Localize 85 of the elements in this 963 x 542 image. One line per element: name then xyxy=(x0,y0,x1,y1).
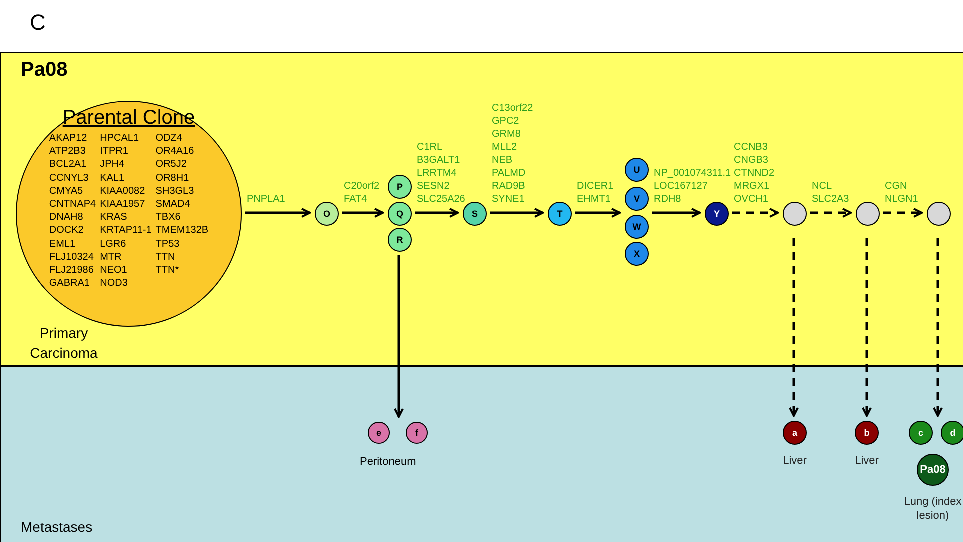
clone-letter: O xyxy=(323,210,330,218)
arrow xyxy=(575,208,621,218)
gene-name: FLJ10324 xyxy=(49,250,95,264)
gene-name: TP53 xyxy=(156,238,181,251)
edge-label: C20orf2 FAT4 xyxy=(344,180,380,206)
region-band xyxy=(0,366,963,542)
gene-name: OR8H1 xyxy=(156,172,190,185)
gene-name: KRTAP11-1 xyxy=(100,224,152,238)
panel-letter: C xyxy=(30,9,46,37)
gene-name: OR4A16 xyxy=(156,145,196,158)
arrow xyxy=(415,208,459,218)
gene-name: TTN* xyxy=(156,264,180,278)
edge-label: DICER1 EHMT1 xyxy=(577,180,614,206)
edge-label: C1RL B3GALT1 LRRTM4 SESN2 SLC25A26 xyxy=(417,141,466,206)
gene-name: EML1 xyxy=(49,238,77,251)
clone-letter: S xyxy=(472,210,478,218)
gene-name: KRAS xyxy=(100,211,128,224)
clone-letter: Y xyxy=(714,210,720,218)
gene-name: NOD3 xyxy=(100,277,129,290)
clone-letter: a xyxy=(792,428,798,438)
clone-letter: R xyxy=(396,236,404,244)
edge-label: PNPLA1 xyxy=(247,193,286,206)
gene-name: OR5J2 xyxy=(156,158,188,172)
gene-name: ITPR1 xyxy=(100,145,130,158)
edge-label: CCNB3 CNGB3 CTNND2 MRGX1 OVCH1 xyxy=(734,141,775,206)
gene-name: SMAD4 xyxy=(156,198,192,212)
gene-name: TTN xyxy=(156,250,176,264)
clone-letter: X xyxy=(634,250,640,258)
gene-name: HPCAL1 xyxy=(100,132,140,146)
site-label: Liver xyxy=(782,454,808,468)
arrow xyxy=(810,208,852,218)
clone-letter: d xyxy=(950,428,956,438)
band-title: Pa08 xyxy=(21,58,68,83)
arrow xyxy=(862,238,872,417)
clone-letter: c xyxy=(918,428,924,438)
gene-name: SH3GL3 xyxy=(156,184,196,198)
arrow xyxy=(394,255,404,418)
edge-label: NCL SLC2A3 xyxy=(812,180,850,206)
clone-letter: P xyxy=(396,182,403,192)
arrow xyxy=(883,208,923,218)
clone-letter: U xyxy=(634,166,640,174)
band-title: Metastases xyxy=(21,518,93,537)
arrow xyxy=(933,238,943,417)
gene-name: CMYA5 xyxy=(49,184,84,198)
gene-name: AKAP12 xyxy=(49,132,88,146)
gene-name: TBX6 xyxy=(156,211,182,224)
gene-name: CCNYL3 xyxy=(49,172,90,185)
site-label: Peritoneum xyxy=(360,455,416,470)
gene-name: MTR xyxy=(100,250,123,264)
gene-name: CNTNAP4 xyxy=(49,198,96,212)
gene-name: ATP2B3 xyxy=(49,145,87,158)
clone-letter: e xyxy=(376,428,382,438)
gene-name: KAL1 xyxy=(100,172,126,185)
gene-name: KIAA0082 xyxy=(100,184,146,198)
gene-name: GABRA1 xyxy=(49,277,91,290)
clone-letter: Pa08 xyxy=(920,464,946,476)
edge-label: NP_001074311.1 LOC167127 RDH8 xyxy=(654,167,732,206)
gene-name: KIAA1957 xyxy=(100,198,146,212)
gene-name: FLJ21986 xyxy=(49,264,95,278)
gene-name: DNAH8 xyxy=(49,211,84,224)
gene-name: NEO1 xyxy=(100,264,128,278)
arrow xyxy=(652,208,701,218)
site-label: Lung (index lesion) xyxy=(903,495,963,523)
arrow xyxy=(732,208,779,218)
gene-name: ODZ4 xyxy=(156,132,184,146)
clone-letter: W xyxy=(632,222,642,232)
edge-label: C13orf22 GPC2 GRM8 MLL2 NEB PALMD RAD9B SYNE1 xyxy=(492,102,534,206)
gene-name: LGR6 xyxy=(100,238,128,251)
gene-name: DOCK2 xyxy=(49,224,85,238)
clone-letter: b xyxy=(864,428,870,438)
clone-letter: Q xyxy=(396,210,404,218)
arrow xyxy=(342,208,384,218)
gene-name: BCL2A1 xyxy=(49,158,88,172)
arrow xyxy=(789,238,799,417)
arrow xyxy=(245,208,311,218)
edge-label: CGN NLGN1 xyxy=(885,180,918,206)
clone-letter: V xyxy=(634,194,640,204)
clone-letter: f xyxy=(416,428,418,438)
band-label: Primary Carcinoma xyxy=(29,324,99,363)
arrow xyxy=(490,208,544,218)
site-label: Liver xyxy=(854,454,880,468)
clone-letter: T xyxy=(557,210,563,218)
region-band xyxy=(0,52,963,366)
gene-name: JPH4 xyxy=(100,158,126,172)
gene-name: TMEM132B xyxy=(156,224,209,238)
